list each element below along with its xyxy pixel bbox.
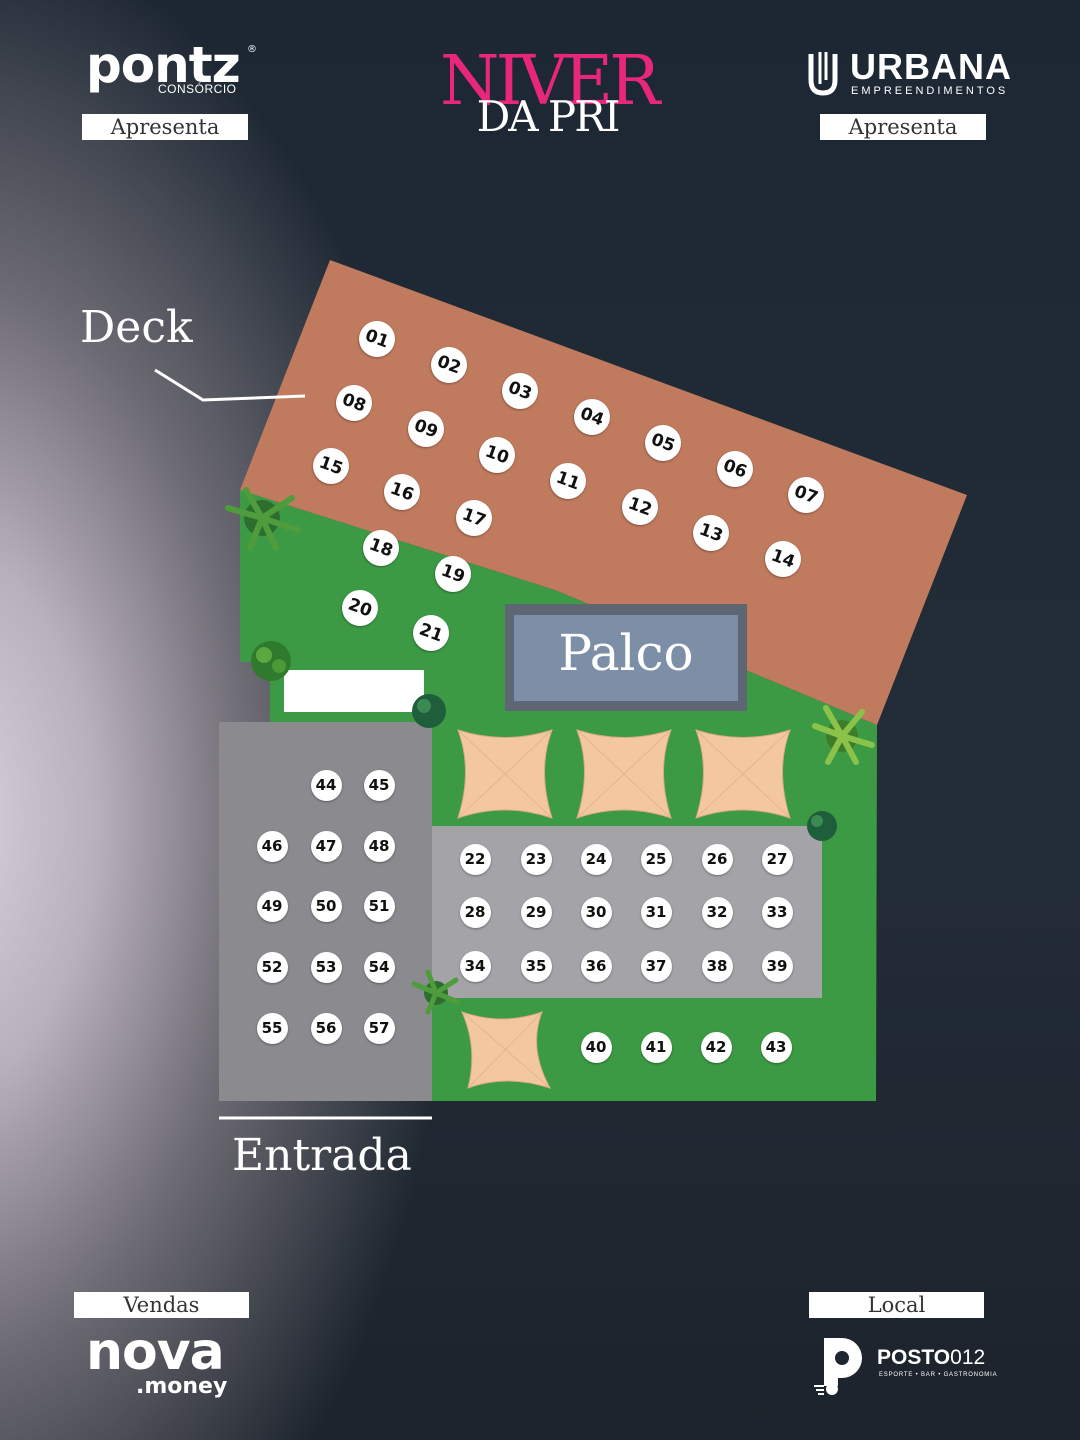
table-marker[interactable]: 40 — [580, 1031, 612, 1063]
table-marker[interactable]: 55 — [256, 1012, 288, 1044]
table-marker[interactable]: 46 — [256, 830, 288, 862]
posto-logo: POSTO012 — [877, 1346, 986, 1369]
pontz-subtitle: CONSÓRCIO — [158, 82, 237, 96]
umbrella-icon — [576, 729, 672, 819]
table-marker[interactable]: 31 — [640, 896, 672, 928]
table-marker[interactable]: 32 — [701, 896, 733, 928]
table-marker[interactable]: 24 — [580, 843, 612, 875]
table-marker[interactable]: 28 — [459, 896, 491, 928]
deck-label: Deck — [80, 302, 193, 353]
urbana-logo: URBANA — [850, 46, 1012, 87]
plant-icon — [411, 969, 461, 1015]
event-title-line2: DA PRI — [476, 92, 621, 141]
table-marker[interactable]: 30 — [580, 896, 612, 928]
table-marker[interactable]: 25 — [640, 843, 672, 875]
deck-pointer-line — [154, 368, 306, 402]
deck-area — [240, 260, 967, 725]
stage-label: Palco — [558, 624, 694, 682]
table-marker[interactable]: 53 — [310, 951, 342, 983]
table-marker[interactable]: 26 — [701, 843, 733, 875]
table-marker[interactable]: 50 — [310, 890, 342, 922]
plant-icon — [225, 487, 301, 551]
pontz-logo: pontz — [86, 36, 241, 94]
pontz-apresenta-tag: Apresenta — [82, 114, 248, 140]
umbrella-icon — [461, 1011, 552, 1089]
event-title-line1: NIVER — [440, 42, 660, 121]
table-marker[interactable]: 56 — [310, 1012, 342, 1044]
table-marker[interactable]: 35 — [520, 950, 552, 982]
center-table-area — [432, 826, 822, 998]
bush-icon — [807, 811, 837, 841]
table-marker[interactable]: 38 — [701, 950, 733, 982]
umbrella-icon — [457, 729, 553, 819]
posto-subtitle: ESPORTE • BAR • GASTRONOMIA — [879, 1372, 998, 1378]
table-marker[interactable]: 41 — [640, 1031, 672, 1063]
urbana-apresenta-tag: Apresenta — [820, 114, 986, 140]
urbana-subtitle: EMPREENDIMENTOS — [851, 85, 1009, 97]
entrance-label: Entrada — [232, 1130, 412, 1181]
table-marker[interactable]: 48 — [363, 830, 395, 862]
table-marker[interactable]: 51 — [363, 890, 395, 922]
local-tag: Local — [809, 1292, 984, 1318]
urbana-u-icon — [808, 52, 838, 96]
table-marker[interactable]: 33 — [761, 896, 793, 928]
umbrella-icon — [695, 729, 791, 819]
table-marker[interactable]: 43 — [760, 1031, 792, 1063]
table-marker[interactable]: 57 — [363, 1012, 395, 1044]
table-marker[interactable]: 37 — [640, 950, 672, 982]
table-marker[interactable]: 29 — [520, 896, 552, 928]
plant-icon — [812, 705, 875, 765]
table-marker[interactable]: 36 — [580, 950, 612, 982]
table-marker[interactable]: 54 — [363, 951, 395, 983]
vendas-tag: Vendas — [74, 1292, 249, 1318]
posto-p-icon — [814, 1338, 862, 1395]
registered-mark: ® — [247, 44, 257, 55]
table-marker[interactable]: 42 — [700, 1031, 732, 1063]
nova-logo: nova — [86, 1322, 225, 1382]
table-marker[interactable]: 45 — [363, 769, 395, 801]
nova-money-suffix: .money — [136, 1374, 228, 1399]
table-marker[interactable]: 34 — [459, 950, 491, 982]
table-marker[interactable]: 52 — [256, 951, 288, 983]
table-marker[interactable]: 47 — [310, 830, 342, 862]
table-marker[interactable]: 44 — [310, 769, 342, 801]
table-marker[interactable]: 22 — [459, 843, 491, 875]
bush-icon — [412, 694, 446, 728]
table-marker[interactable]: 49 — [256, 890, 288, 922]
white-block — [284, 670, 424, 712]
table-marker[interactable]: 27 — [761, 843, 793, 875]
table-marker[interactable]: 39 — [761, 950, 793, 982]
bush-icon — [251, 641, 291, 681]
table-marker[interactable]: 23 — [520, 843, 552, 875]
